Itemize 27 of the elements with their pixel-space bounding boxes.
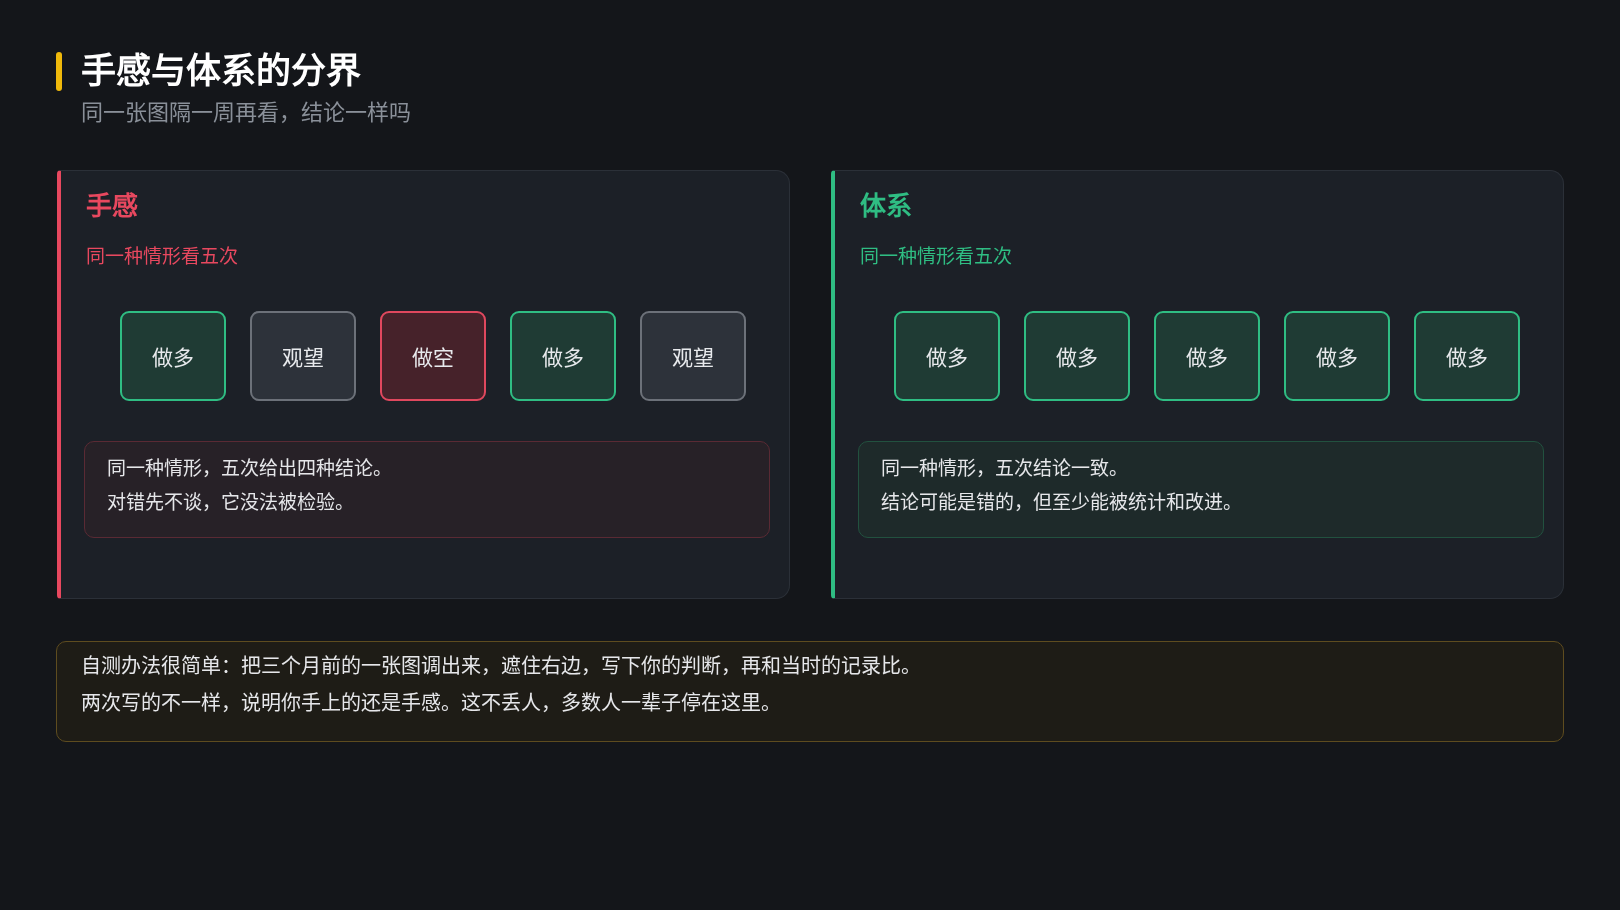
signal-tag: 做多 bbox=[1024, 311, 1130, 401]
signal-tag: 做多 bbox=[894, 311, 1000, 401]
signal-tag: 做多 bbox=[1284, 311, 1390, 401]
signal-tag: 做多 bbox=[1414, 311, 1520, 401]
note-text: 同一种情形，五次给出四种结论。 bbox=[107, 456, 392, 481]
panel-card bbox=[57, 170, 790, 599]
tip-text: 自测办法很简单：把三个月前的一张图调出来，遮住右边，写下你的判断，再和当时的记录比。 bbox=[81, 653, 921, 680]
panel-heading: 手感 bbox=[86, 190, 138, 223]
signal-tag: 做多 bbox=[510, 311, 616, 401]
panel-card bbox=[831, 170, 1564, 599]
signal-tag: 观望 bbox=[250, 311, 356, 401]
note-box bbox=[858, 441, 1544, 538]
panel-subheading: 同一种情形看五次 bbox=[86, 244, 238, 269]
signal-tag: 做多 bbox=[1154, 311, 1260, 401]
note-text: 对错先不谈，它没法被检验。 bbox=[107, 490, 354, 515]
panel-subheading: 同一种情形看五次 bbox=[860, 244, 1012, 269]
signal-tag: 观望 bbox=[640, 311, 746, 401]
tip-box bbox=[56, 641, 1564, 742]
note-text: 结论可能是错的，但至少能被统计和改进。 bbox=[881, 490, 1242, 515]
note-text: 同一种情形，五次结论一致。 bbox=[881, 456, 1128, 481]
panel-heading: 体系 bbox=[860, 190, 912, 223]
tip-text: 两次写的不一样，说明你手上的还是手感。这不丢人，多数人一辈子停在这里。 bbox=[81, 690, 781, 717]
title: 手感与体系的分界 bbox=[81, 50, 361, 92]
signal-tag: 做空 bbox=[380, 311, 486, 401]
subtitle: 同一张图隔一周再看，结论一样吗 bbox=[81, 99, 411, 127]
signal-tag: 做多 bbox=[120, 311, 226, 401]
note-box bbox=[84, 441, 770, 538]
